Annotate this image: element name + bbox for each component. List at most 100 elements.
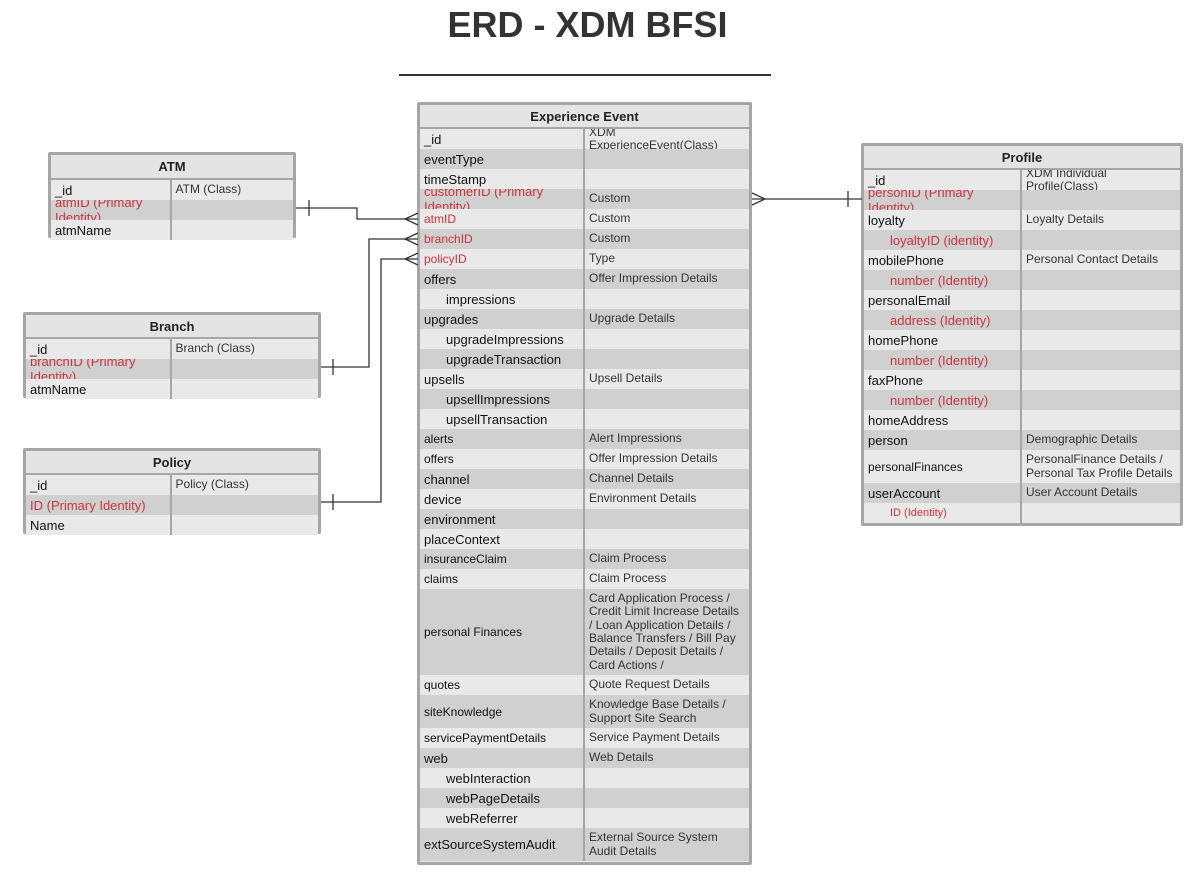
diagram-title: ERD - XDM BFSI (447, 4, 728, 45)
field-name: atmID (Primary Identity) (51, 200, 172, 220)
field-name: number (Identity) (864, 390, 1023, 410)
field-name: ID (Identity) (864, 503, 1023, 523)
field-name: _id (420, 129, 585, 149)
entity-title: ATM (51, 155, 293, 180)
field-name: upsellTransaction (420, 409, 586, 429)
field-name: _id (864, 170, 1022, 190)
field-name: placeContext (420, 529, 585, 549)
entity-title: Policy (26, 451, 318, 475)
entity-row: impressions (420, 289, 749, 309)
entity-row: upsells Upsell Details (420, 369, 749, 389)
entity-row: placeContext (420, 529, 749, 549)
field-description: User Account Details (1026, 485, 1138, 500)
entity-row: ID (Primary Identity) (26, 495, 318, 515)
entity-title: Experience Event (420, 105, 749, 129)
entity-row: webPageDetails (420, 788, 749, 808)
entity-title: Branch (26, 315, 318, 339)
many-marker-experience-event (751, 192, 767, 206)
field-description: Knowledge Base Details / Support Site Se… (589, 697, 726, 725)
field-name: upgradeTransaction (420, 349, 586, 369)
field-description: PersonalFinance Details / Personal Tax P… (1026, 452, 1173, 480)
entity-row: homeAddress (864, 410, 1180, 430)
field-name: offers (420, 269, 585, 289)
field-name: address (Identity) (864, 310, 1023, 330)
entity-row: upsellImpressions (420, 389, 749, 409)
field-description: Upgrade Details (589, 311, 676, 326)
field-name: _id (26, 475, 172, 495)
field-description: Quote Request Details (589, 677, 710, 692)
entity-row: atmName (26, 379, 318, 399)
field-name: policyID (420, 249, 585, 269)
field-description: Custom (589, 211, 631, 226)
field-name: extSourceSystemAudit (420, 828, 585, 861)
field-name: ID (Primary Identity) (26, 495, 172, 515)
field-name: timeStamp (420, 169, 585, 189)
field-name: channel (420, 469, 585, 489)
field-description: Channel Details (589, 471, 674, 486)
entity-row: webInteraction (420, 768, 749, 788)
field-name: _id (26, 339, 172, 359)
connector-branch-experience-event (321, 238, 418, 368)
field-name: faxPhone (864, 370, 1022, 390)
field-name: personalEmail (864, 290, 1022, 310)
field-name: number (Identity) (864, 350, 1023, 370)
entity-row: customerID (Primary Identity)Custom (420, 189, 749, 209)
field-name: atmName (26, 379, 172, 399)
field-name: web (420, 748, 585, 768)
field-description: Alert Impressions (589, 431, 682, 446)
field-name: homePhone (864, 330, 1022, 350)
entity-row: personalEmail (864, 290, 1180, 310)
field-name: atmName (51, 220, 172, 240)
field-name: claims (420, 569, 585, 589)
field-description: Demographic Details (1026, 432, 1138, 447)
entity-row: eventType (420, 149, 749, 169)
field-description: Web Details (589, 750, 654, 765)
field-name: alerts (420, 429, 585, 449)
field-name: device (420, 489, 585, 509)
entity-row: faxPhone (864, 370, 1180, 390)
field-description: Policy (Class) (175, 477, 249, 492)
entity-row: number (Identity) (864, 350, 1180, 370)
field-description: External Source System Audit Details (589, 830, 718, 858)
field-name: webPageDetails (420, 788, 586, 808)
entity-row: timeStamp (420, 169, 749, 189)
field-name: userAccount (864, 483, 1022, 503)
many-marker-branch-branchid (403, 232, 419, 246)
field-name: siteKnowledge (420, 695, 585, 728)
field-name: homeAddress (864, 410, 1022, 430)
field-name: personal Finances (420, 589, 585, 675)
field-name: branchID (420, 229, 585, 249)
field-description: Environment Details (589, 491, 697, 506)
entity-row: webReferrer (420, 808, 749, 828)
entity-row: web Web Details (420, 748, 749, 768)
entity-row: alerts Alert Impressions (420, 429, 749, 449)
many-marker-atm-atmid (403, 212, 419, 226)
field-description: Upsell Details (589, 371, 663, 386)
field-name: upsells (420, 369, 585, 389)
field-name: branchID (Primary Identity) (26, 359, 172, 379)
entity-row: branchID (Primary Identity) (26, 359, 318, 379)
entity-row: device Environment Details (420, 489, 749, 509)
field-name: atmID (420, 209, 585, 229)
entity-row: address (Identity) (864, 310, 1180, 330)
field-description: XDM Individual Profile(Class) (1026, 170, 1107, 190)
entity-row: number (Identity) (864, 270, 1180, 290)
